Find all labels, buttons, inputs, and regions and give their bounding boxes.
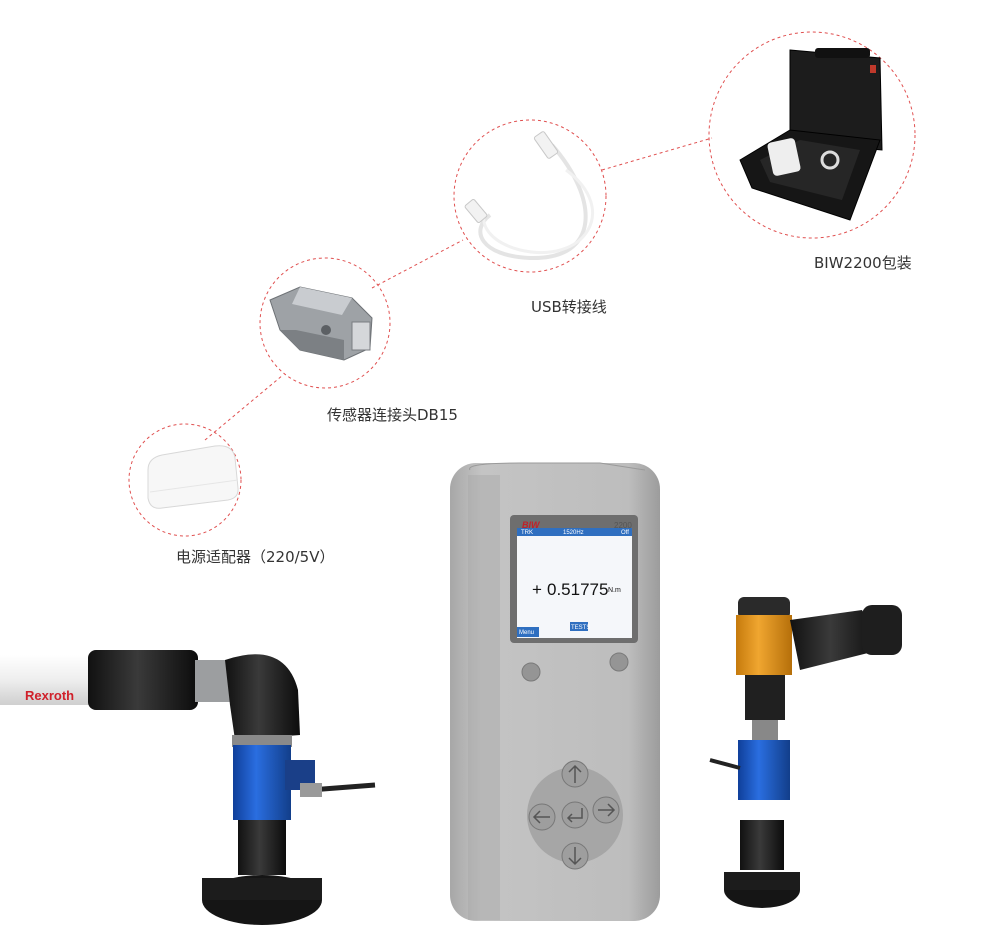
device-model-text: 2200: [614, 521, 632, 530]
status-right-text: Off: [621, 530, 629, 536]
db15-connector-image: [269, 286, 373, 361]
status-left-text: TRK: [521, 530, 533, 536]
left-arrow-icon[interactable]: [528, 803, 556, 831]
pneumatic-drill-image: [709, 597, 902, 908]
status-center-text: 1520Hz: [563, 530, 584, 536]
enter-arrow-icon[interactable]: [561, 801, 589, 829]
usb-cable-label: USB转接线: [531, 298, 607, 316]
usb-cable-image: [464, 131, 595, 261]
power-adapter-label: 电源适配器（220/5V）: [176, 548, 335, 566]
dpad-buttons[interactable]: [528, 760, 620, 870]
connector-dashed-line: [204, 137, 713, 441]
rexroth-nutrunner-image: [0, 650, 376, 925]
reading-sign-text: +: [532, 580, 542, 599]
db15-connector-label: 传感器连接头DB15: [327, 406, 458, 424]
power-adapter-image: [147, 445, 239, 509]
right-arrow-icon[interactable]: [592, 796, 620, 824]
reading-value-text: 0.51775: [547, 580, 608, 599]
soft-left-text: Menu: [519, 630, 534, 636]
carrying-case-image: [739, 48, 883, 221]
accessory-circles: [128, 31, 916, 537]
device-brand-text: BIW: [522, 520, 541, 530]
reading-unit-text: N.m: [608, 587, 621, 594]
down-arrow-icon[interactable]: [561, 842, 589, 870]
soft-right-text: TESTS: [571, 625, 590, 631]
tool-brand-text: Rexroth: [25, 688, 74, 703]
up-arrow-icon[interactable]: [561, 760, 589, 788]
case-label: BIW2200包装: [814, 254, 912, 272]
